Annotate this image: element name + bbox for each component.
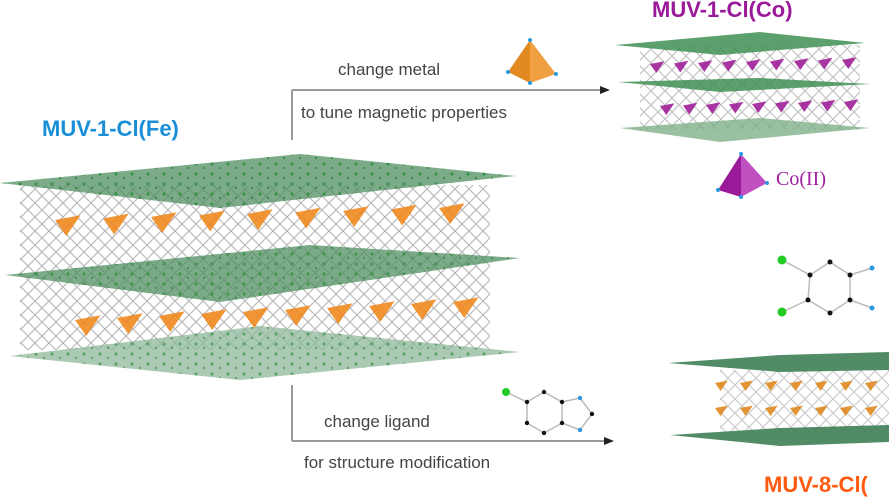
layer-bottom-dots	[10, 326, 520, 380]
tetrahedron	[674, 60, 689, 73]
tetrahedron	[343, 206, 369, 227]
fe-tetrahedra-lower	[75, 297, 479, 336]
arrowhead-icon	[604, 437, 614, 445]
layer-middle-dots	[5, 245, 520, 302]
tetrahedron	[411, 299, 437, 320]
co-ii-label: Co(II)	[776, 168, 826, 190]
tetrahedron	[770, 58, 785, 71]
tetrahedron	[369, 301, 395, 322]
co-tetrahedron-icon	[716, 152, 769, 199]
arrowhead-icon	[600, 86, 610, 94]
tetrahedron	[790, 380, 803, 391]
tetrahedron	[815, 380, 828, 391]
tetrahedron	[698, 60, 713, 72]
tetrahedron	[151, 212, 177, 233]
tetrahedron	[75, 315, 101, 336]
change-metal-label: change metal	[338, 60, 441, 79]
tetrahedron	[660, 103, 675, 115]
tetrahedron	[117, 313, 143, 334]
arrow-ligand	[291, 385, 614, 445]
tetrahedron	[790, 405, 803, 416]
dichloro-ligand-atoms	[777, 255, 875, 317]
tetrahedron	[285, 305, 311, 326]
tetrahedron	[740, 405, 753, 416]
tetrahedron	[840, 405, 853, 416]
tetrahedron	[159, 311, 185, 332]
tetrahedron	[765, 380, 778, 391]
tetrahedron	[798, 100, 813, 112]
tetrahedron	[439, 203, 465, 224]
tetrahedron	[683, 102, 698, 115]
tetrahedron	[650, 61, 665, 73]
muv1-co-title: MUV-1-Cl(Co)	[652, 0, 793, 22]
tetrahedron	[794, 58, 809, 70]
tetrahedron	[818, 57, 833, 70]
tetrahedron	[840, 380, 853, 391]
tetrahedron	[103, 213, 129, 235]
tetrahedron	[715, 380, 728, 391]
dichloro-ligand-icon	[781, 259, 873, 314]
tetrahedron	[327, 303, 353, 324]
structure-modification-label: for structure modification	[304, 453, 491, 472]
ligand-atoms	[502, 388, 595, 436]
tetrahedron	[55, 215, 81, 236]
tetrahedron	[746, 59, 761, 71]
fe-tetrahedron-icon	[506, 38, 558, 85]
muv1-fe-title: MUV-1-Cl(Fe)	[42, 116, 179, 141]
tetrahedron	[453, 297, 479, 318]
tetrahedron	[247, 209, 273, 230]
muv1-co-structure	[615, 32, 870, 142]
tetrahedron	[842, 57, 857, 69]
muv1-fe-structure	[0, 154, 520, 380]
tetrahedron	[740, 380, 753, 391]
muv8-title: MUV-8-Cl(	[764, 472, 868, 497]
tetrahedron	[729, 101, 744, 114]
tetrahedron	[201, 309, 227, 330]
tetrahedron	[821, 99, 836, 112]
tetrahedron	[199, 210, 225, 232]
tetrahedron	[844, 99, 859, 111]
fe-tetrahedra-upper	[55, 203, 465, 236]
tetrahedron	[243, 307, 269, 328]
tetrahedron	[706, 102, 721, 114]
tetrahedron	[865, 405, 878, 416]
tetrahedron	[715, 405, 728, 416]
muv8-structure	[668, 352, 889, 446]
change-ligand-label: change ligand	[324, 412, 430, 431]
tetrahedron	[865, 380, 878, 391]
tetrahedron	[815, 405, 828, 416]
tetrahedron	[391, 204, 417, 226]
tetrahedron	[765, 405, 778, 416]
tune-magnetic-label: to tune magnetic properties	[301, 103, 508, 122]
tetrahedron	[775, 100, 790, 113]
tetrahedron	[295, 207, 321, 229]
layer-top-dots	[0, 154, 515, 208]
arrow-metal	[291, 86, 610, 140]
tetrahedron	[752, 101, 767, 113]
tetrahedron	[722, 59, 737, 72]
